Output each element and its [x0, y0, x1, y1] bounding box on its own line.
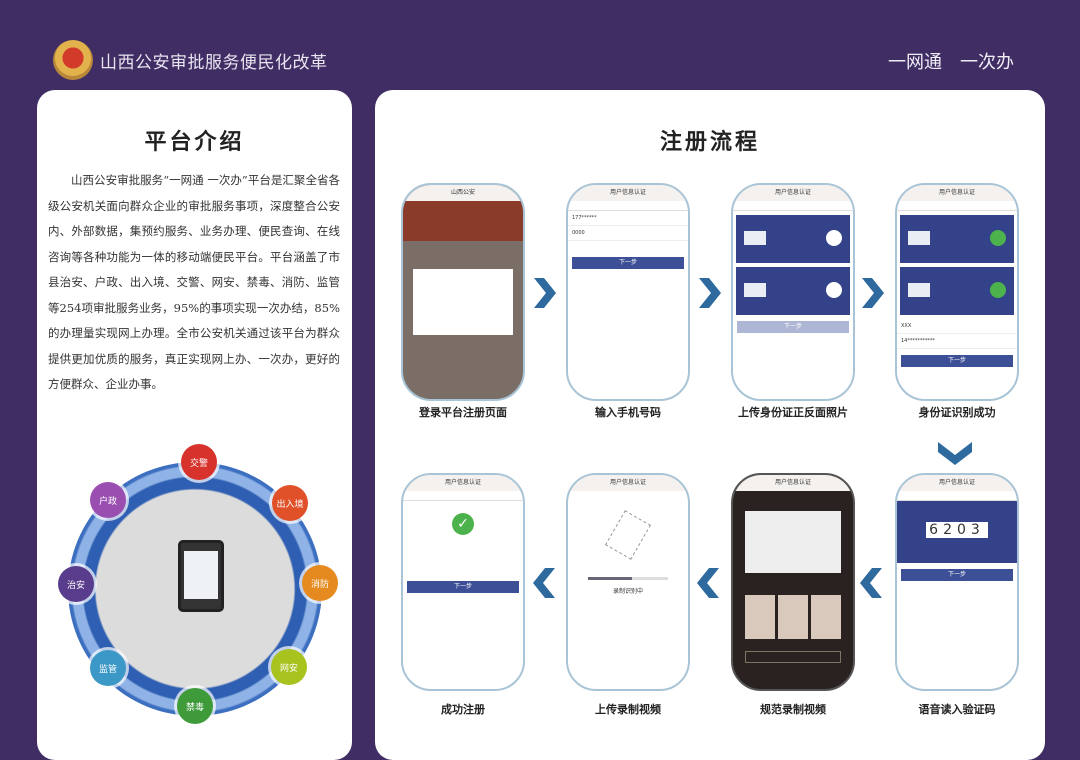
screen-title: 用户信息认证: [897, 475, 1017, 491]
chevron-left-icon: [860, 568, 882, 598]
next-button[interactable]: 下一步: [407, 581, 519, 593]
service-badge: 禁毒: [177, 688, 213, 724]
phone-screen-success: 用户信息认证 ✓ 下一步: [401, 473, 525, 691]
intro-paragraph: 山西公安审批服务“一网通 一次办”平台是汇聚全省各级公安机关面向群众企业的审批服…: [48, 173, 340, 391]
step-label: 登录平台注册页面: [419, 406, 507, 419]
header-slogan: 一网通 一次办: [888, 52, 1014, 73]
phone-screen-record-video: 用户信息认证: [731, 473, 855, 691]
phone-in-hand-illustration: [178, 540, 224, 612]
phone-screen-phone-number: 用户信息认证 177******0000 下一步: [566, 183, 690, 401]
upload-graphic: [605, 510, 651, 560]
police-emblem-logo: [53, 40, 93, 80]
screen-title: 用户信息认证: [568, 185, 688, 201]
header-title: 山西公安审批服务便民化改革: [100, 53, 328, 73]
screen-title: 山西公安: [403, 185, 523, 201]
service-badge: 消防: [302, 565, 338, 601]
phone-screen-upload-video: 用户信息认证 录制识别中: [566, 473, 690, 691]
step-label: 成功注册: [441, 703, 485, 716]
chevron-left-icon: [697, 568, 719, 598]
step-label: 身份证识别成功: [918, 406, 996, 419]
service-badge: 治安: [58, 566, 94, 602]
service-badge: 户政: [90, 482, 126, 518]
service-badge: 交警: [181, 444, 217, 480]
next-button[interactable]: 下一步: [901, 569, 1013, 581]
verification-code: 6203: [926, 522, 988, 538]
step-label: 输入手机号码: [595, 406, 661, 419]
chevron-right-icon: [534, 278, 556, 308]
service-badge: 出入境: [272, 485, 308, 521]
screen-title: 用户信息认证: [897, 185, 1017, 201]
chevron-right-icon: [862, 278, 884, 308]
next-button[interactable]: 下一步: [737, 321, 849, 333]
phone-screen-voice-code: 用户信息认证 6203 下一步: [895, 473, 1019, 691]
step-label: 上传录制视频: [595, 703, 661, 716]
phone-screen-login: 山西公安: [401, 183, 525, 401]
panel-title: 平台介绍: [144, 129, 245, 155]
step-label: 语音读入验证码: [918, 703, 996, 716]
upload-status: 录制识别中: [612, 588, 643, 595]
panel-title: 注册流程: [659, 129, 760, 155]
screen-title: 用户信息认证: [568, 475, 688, 491]
chevron-down-icon: [938, 442, 972, 465]
sample-video-image: [745, 511, 841, 573]
next-button[interactable]: 下一步: [901, 355, 1013, 367]
step-label: 规范录制视频: [760, 703, 826, 716]
chevron-left-icon: [533, 568, 555, 598]
screen-title: 用户信息认证: [733, 185, 853, 201]
phone-screen-upload-id: 用户信息认证 下一步: [731, 183, 855, 401]
service-badge: 网安: [271, 649, 307, 685]
step-label: 上传身份证正反面照片: [738, 406, 848, 419]
next-button[interactable]: 下一步: [572, 257, 684, 269]
service-badge: 监管: [90, 650, 126, 686]
chevron-right-icon: [699, 278, 721, 308]
screen-title: 用户信息认证: [733, 475, 853, 491]
screen-title: 用户信息认证: [403, 475, 523, 491]
check-icon: ✓: [452, 513, 474, 535]
